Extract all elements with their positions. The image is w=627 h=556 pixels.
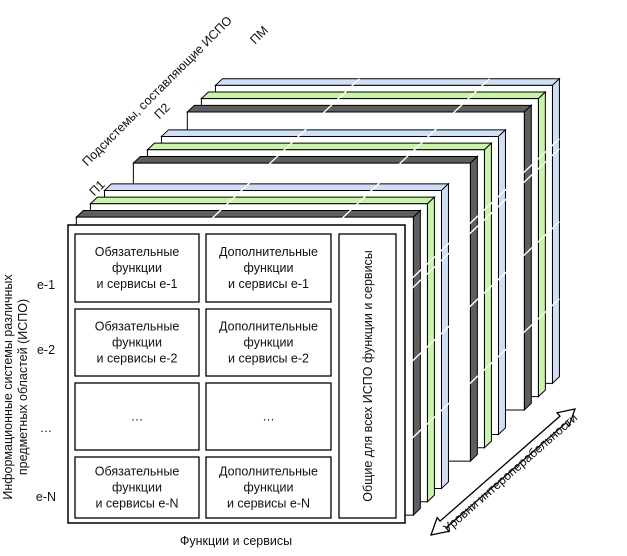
additional-functions-cell: … [205,382,332,451]
additional-functions-cell: Дополнительные функции и сервисы е-1 [205,233,332,303]
layer-side-face [440,182,449,490]
mandatory-functions-cell: Обязательные функции и сервисы е-2 [74,308,200,377]
layer-top-face [103,183,450,191]
cell-frame [74,456,200,519]
side-divider-line [404,221,560,369]
additional-functions-cell: Дополнительные функции и сервисы е-2 [205,308,332,377]
mandatory-functions-cell: Обязательные функции и сервисы е-1 [74,233,200,303]
layer-side-face [483,141,492,449]
cell-text-line: Дополнительные [219,320,318,334]
cell-text-line: и сервисы е-2 [96,352,177,366]
layer-top-face [200,91,547,100]
subsystem-label: ПМ [247,23,271,47]
layer-top-face [214,78,561,86]
left-axis-label-line: предметных областей (ИСПО) [16,299,30,475]
subsystem-label: П2 [152,101,173,122]
cell-text-line: Дополнительные [219,465,318,479]
layer-top-face [132,155,479,164]
cell-text-line: функции [244,261,294,275]
double-arrow-shape [430,408,576,536]
cell-text-line: функции [112,261,162,275]
layer-top-face [75,209,422,218]
cell-text-line: … [131,410,144,424]
additional-functions-cell: Дополнительные функции и сервисы е-N [205,456,332,519]
cell-text-line: … [262,410,275,424]
cell-frame [205,456,332,519]
layer-top-face [146,142,493,151]
cell-text-line: и сервисы е-1 [228,277,309,291]
cell-frame [74,382,200,451]
cell-text-line: функции [244,336,294,350]
row-label: … [40,421,53,435]
row-label: е-2 [37,343,55,357]
row-label: е-N [36,490,56,504]
side-divider-lines [204,78,560,446]
cell-text-line: и сервисы е-2 [228,352,309,366]
cell-frame [74,308,200,377]
cell-text-line: функции [112,336,162,350]
layer-side-face [469,155,478,463]
layer-side-face [523,104,532,412]
cell-frame [74,233,200,303]
layer-top-face [89,196,436,205]
cell-text-line: Обязательные [95,465,180,479]
cell-text-line: Обязательные [95,320,180,334]
layer-side-face [537,90,546,398]
cell-text-line: и сервисы е-N [95,497,178,511]
left-axis-label-line: Информационные системы различных [1,274,15,500]
cell-text-line: функции [244,481,294,495]
bottom-axis-label: Функции и сервисы [180,534,292,548]
layer-side-face [412,209,421,517]
cell-text-line: и сервисы е-N [227,497,310,511]
row-label: е-1 [37,278,55,292]
layer-side-face [551,77,560,385]
cell-frame [205,233,332,303]
top-divider-line [334,78,490,226]
layer-side-face [426,195,435,503]
layer-side-face [497,128,506,436]
mandatory-functions-cell: … [74,382,200,451]
cell-text-line: и сервисы е-1 [96,277,177,291]
cell-frame [338,233,397,519]
top-divider-line [204,78,360,226]
side-divider-line [404,148,560,296]
common-functions-cell: Общие для всех ИСПО функции и сервисы [338,233,397,519]
left-axis-label: Информационные системы различныхпредметн… [1,274,30,500]
side-divider-line [404,138,560,286]
mandatory-functions-cell: Обязательные функции и сервисы е-N [74,456,200,519]
side-divider-line [404,298,560,446]
layer-top-face [160,129,507,137]
cell-text-line: Обязательные [95,245,180,259]
cell-text-line: функции [112,481,162,495]
common-functions-text: Общие для всех ИСПО функции и сервисы [361,250,375,502]
layer-top-face [186,104,533,113]
cell-frame [205,308,332,377]
cell-text-line: Дополнительные [219,245,318,259]
cell-frame [205,382,332,451]
